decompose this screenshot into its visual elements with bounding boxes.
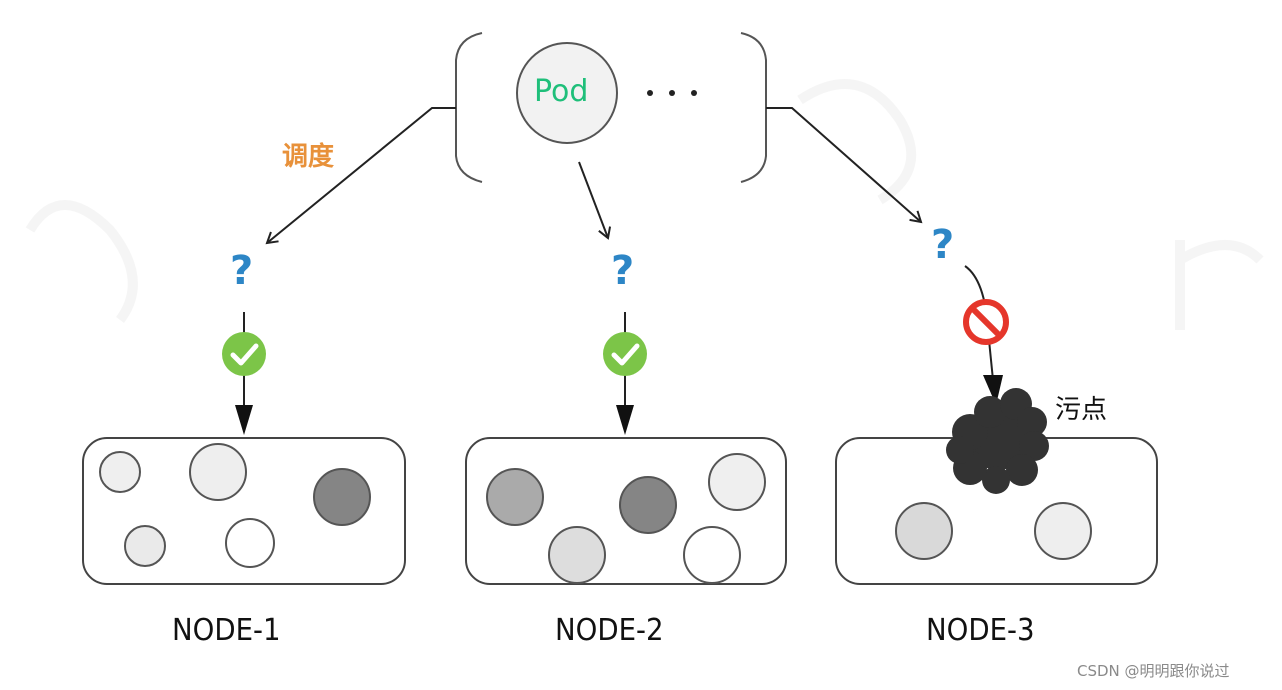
arrowhead-node-2 <box>616 405 634 435</box>
pod-in-node <box>225 518 275 568</box>
ellipsis-dots <box>647 90 697 96</box>
schedule-arrow-node-3 <box>766 107 923 224</box>
arrowhead-node-3 <box>983 375 1003 405</box>
pod-in-node <box>1034 502 1092 560</box>
arrowhead-node-1 <box>235 405 253 435</box>
pod-in-node <box>895 502 953 560</box>
pod-in-node <box>486 468 544 526</box>
pod-circle <box>516 42 618 144</box>
pod-in-node <box>99 451 141 493</box>
question-mark-node-1: ? <box>230 248 254 294</box>
pod-in-node <box>619 476 677 534</box>
node-1-label: NODE-1 <box>172 613 281 648</box>
pod-in-node <box>683 526 741 584</box>
pod-in-node <box>313 468 371 526</box>
question-mark-node-2: ? <box>611 248 635 294</box>
accept-check-icon <box>603 332 647 376</box>
pod-in-node <box>708 453 766 511</box>
schedule-arrow-node-1 <box>265 107 456 245</box>
right-bracket <box>740 32 767 183</box>
pod-in-node <box>189 443 247 501</box>
node-3-label: NODE-3 <box>926 613 1035 648</box>
accept-check-icon <box>222 332 266 376</box>
pod-in-node <box>548 526 606 584</box>
pod-label: Pod <box>534 74 589 109</box>
left-bracket <box>455 32 483 183</box>
schedule-label: 调度 <box>282 142 335 172</box>
watermark <box>25 79 1264 330</box>
schedule-arrow-node-2 <box>578 161 612 240</box>
reject-prohibited-icon <box>963 299 1009 345</box>
node-2-label: NODE-2 <box>555 613 664 648</box>
credit-watermark: CSDN @明明跟你说过 <box>1077 662 1230 680</box>
pod-in-node <box>124 525 166 567</box>
question-mark-node-3: ? <box>931 222 955 268</box>
taint-blob-icon <box>946 388 1049 494</box>
taint-label: 污点 <box>1055 395 1108 425</box>
